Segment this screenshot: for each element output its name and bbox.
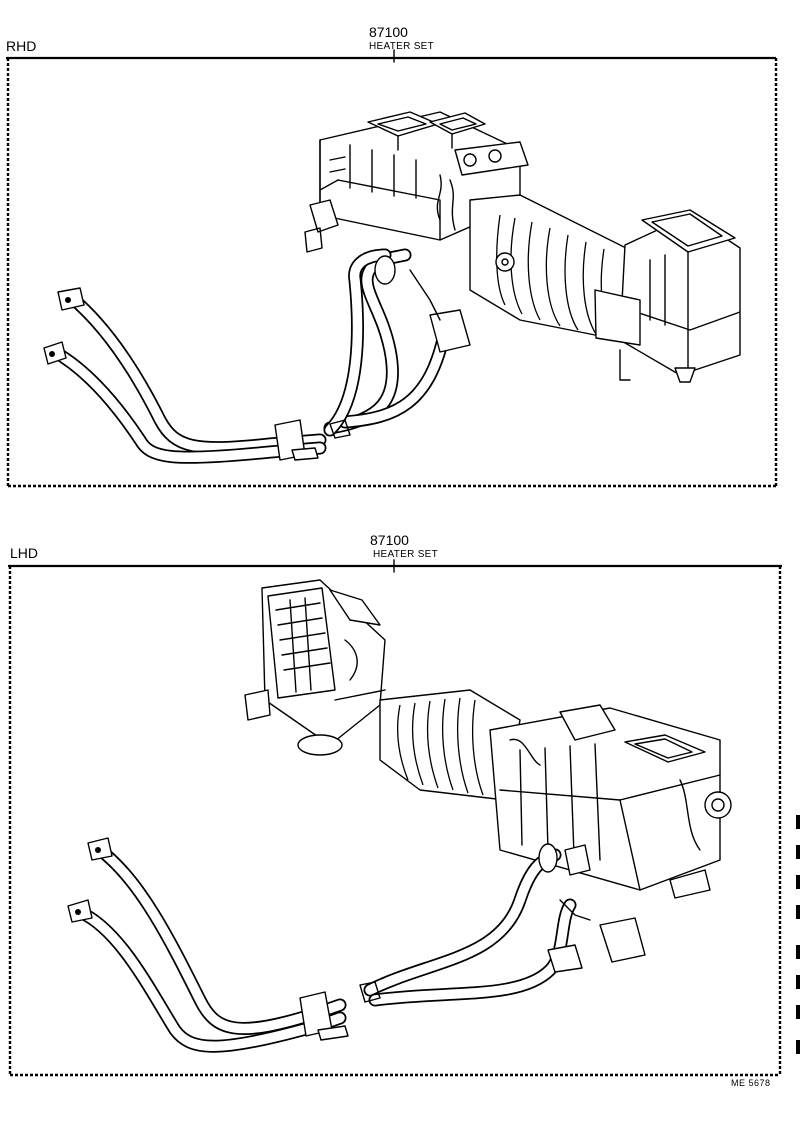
- panel-rhd-part-number: 87100: [369, 24, 408, 40]
- page-edge-marks: [796, 815, 800, 1054]
- lhd-heater-illustration: [67, 579, 732, 1053]
- rhd-water-hoses: [48, 248, 452, 464]
- panel-lhd-frame: [8, 559, 782, 1077]
- panel-rhd-frame: [6, 49, 778, 488]
- drawing-code: ME 5678: [731, 1078, 771, 1088]
- panel-lhd-part-name: HEATER SET: [373, 549, 439, 560]
- lhd-heater-unit: [489, 704, 732, 899]
- panel-rhd-side-label: RHD: [6, 38, 37, 54]
- rhd-blower-unit: [594, 209, 741, 383]
- rhd-heater-illustration: [43, 111, 741, 464]
- lhd-blower-unit: [244, 579, 386, 756]
- panel-lhd-part-number: 87100: [370, 532, 409, 548]
- lhd-hose-clamps: [67, 837, 646, 1041]
- rhd-hose-clamps: [43, 255, 471, 461]
- panel-lhd-side-label: LHD: [10, 545, 39, 561]
- lhd-water-hoses: [73, 843, 577, 1053]
- panel-rhd-part-name: HEATER SET: [369, 41, 435, 52]
